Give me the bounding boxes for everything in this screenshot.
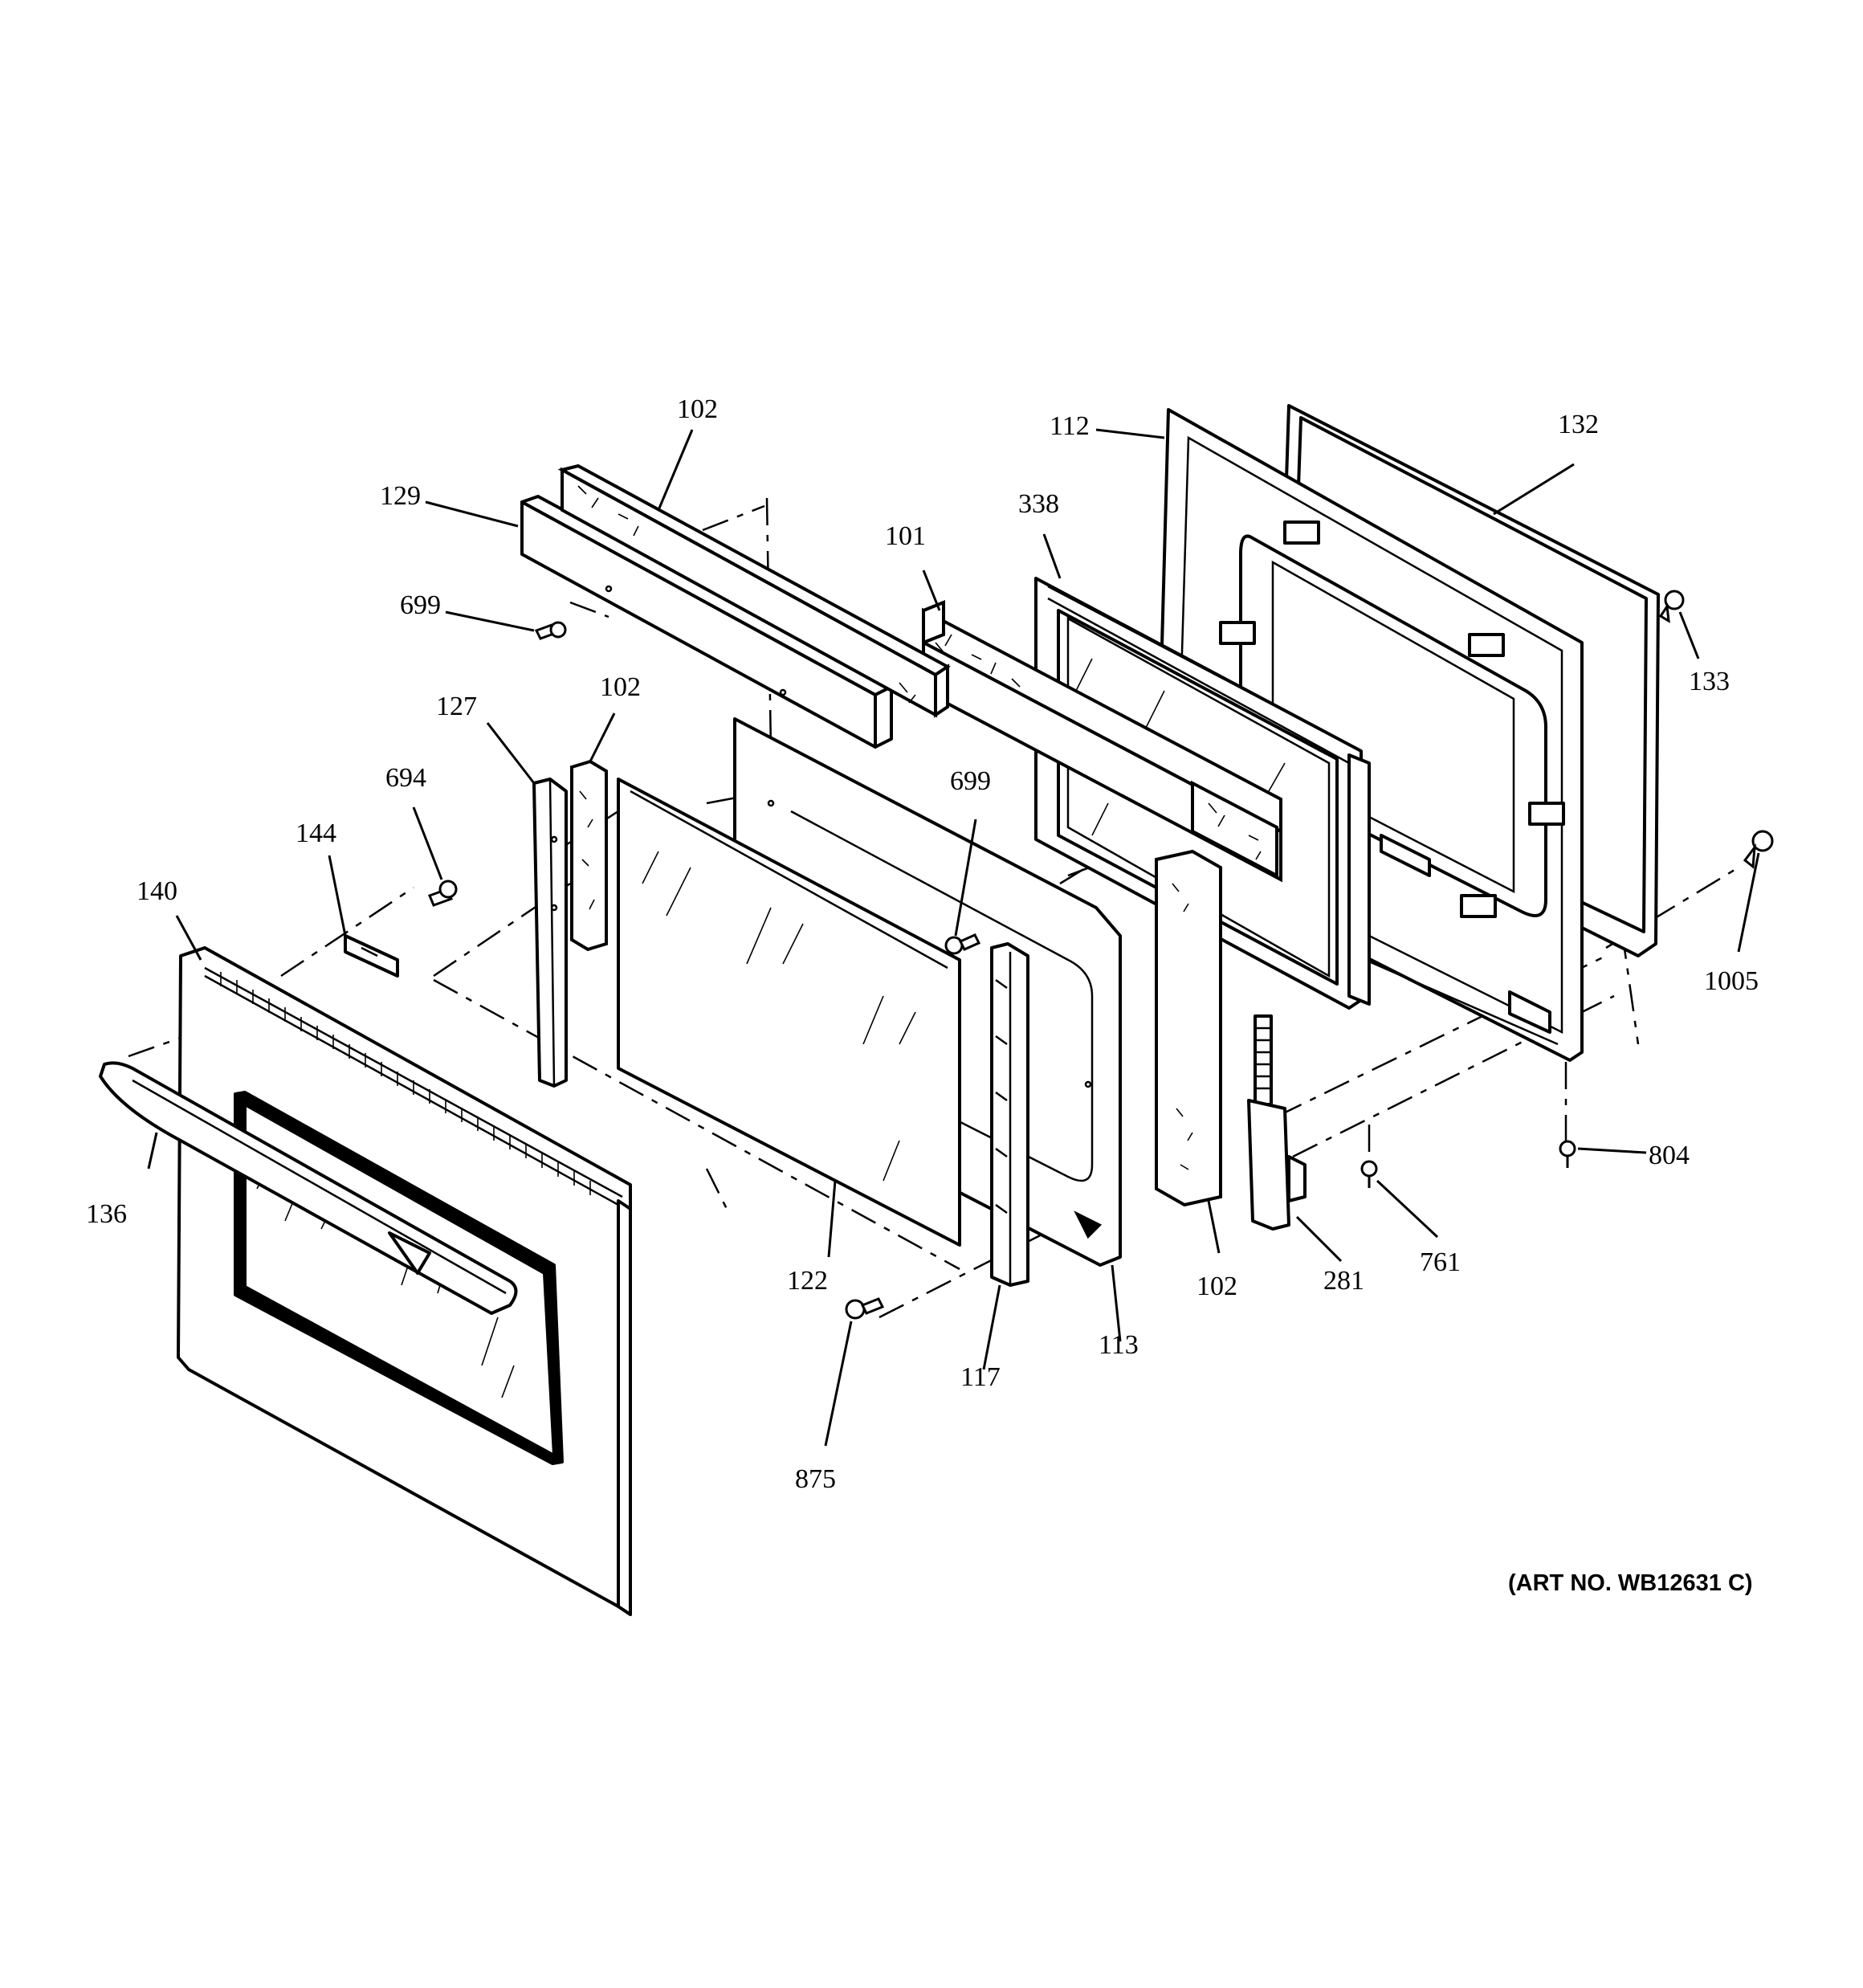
callout-875: 875 [795,1464,836,1494]
hinge-281 [1247,1014,1307,1231]
screw-699-mid [944,933,981,955]
callout-694: 694 [385,763,426,793]
callout-144: 144 [296,818,336,848]
top-channel-129 [520,495,893,749]
callout-labels: 102 129 699 101 112 132 338 133 127 102 … [86,394,1759,1494]
callout-699-top: 699 [400,590,441,620]
callout-102-right: 102 [1196,1272,1237,1301]
callout-281: 281 [1323,1266,1364,1296]
callout-699-mid: 699 [950,766,991,796]
insulation-top-102 [557,463,951,718]
callout-122: 122 [787,1266,828,1296]
insulation-block [1191,780,1278,879]
side-channel-127 [532,778,568,1088]
callout-338: 338 [1018,489,1059,519]
callout-129: 129 [380,481,421,511]
callout-102-left: 102 [600,672,641,702]
glass-panel-122 [617,778,961,1247]
screw-875 [845,1297,885,1320]
callout-133: 133 [1689,667,1730,696]
callout-804: 804 [1649,1141,1690,1170]
insulation-side-left [570,759,608,952]
screw-699-top [534,621,567,640]
insulation-side-right [1155,849,1222,1207]
screw-1005 [1743,830,1774,869]
screws [428,590,1774,1320]
callout-117: 117 [960,1362,1001,1392]
art-number: (ART NO. WB12631 C) [1508,1570,1753,1596]
callout-132: 132 [1558,410,1599,439]
callout-761: 761 [1420,1247,1461,1277]
callout-101: 101 [885,521,926,551]
hinge-strip-117 [990,942,1029,1287]
callout-140: 140 [137,876,177,906]
screw-804 [1559,1140,1576,1168]
callout-102-top: 102 [677,394,718,424]
callout-113: 113 [1099,1330,1139,1360]
leader-lines [147,428,1760,1447]
bracket-plate-144 [344,934,399,978]
callout-136: 136 [86,1199,127,1229]
callout-127: 127 [436,692,477,721]
callout-1005: 1005 [1704,966,1759,996]
screw-694 [428,880,458,907]
door-handle-136 [99,1061,518,1315]
callout-112: 112 [1050,411,1090,441]
screw-761 [1360,1160,1378,1188]
screw-133 [1658,590,1685,623]
